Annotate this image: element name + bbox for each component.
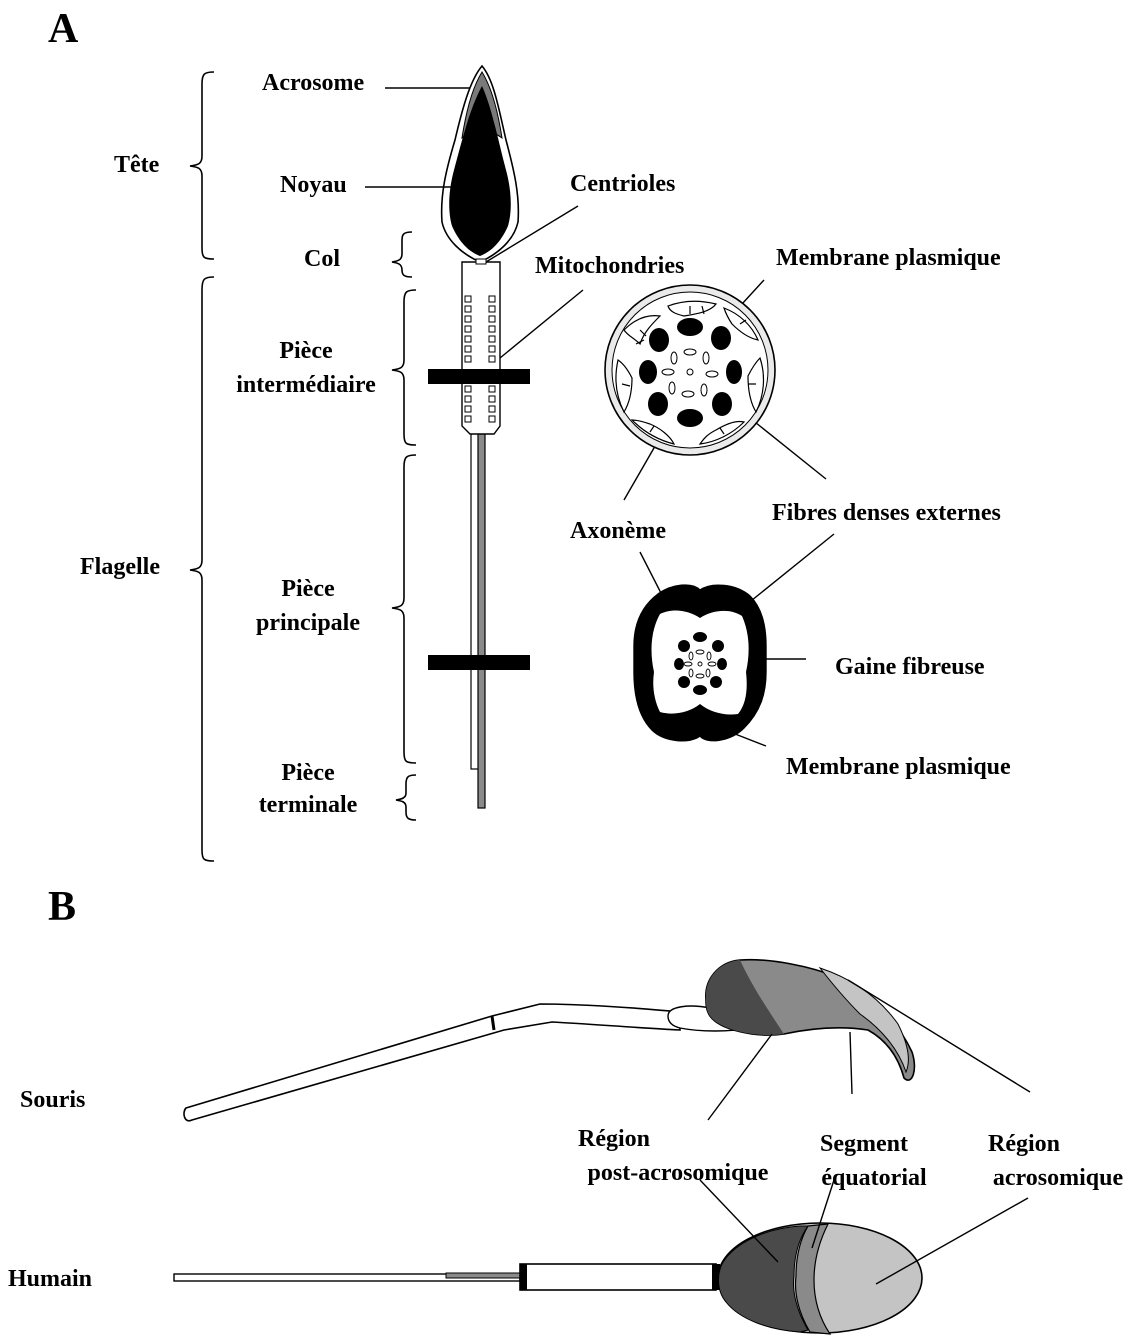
- leader-segment-mouse: [850, 1032, 852, 1094]
- label-piece-intermediaire-2: intermédiaire: [236, 372, 376, 398]
- brace-col: [392, 232, 412, 277]
- label-piece-principale-1: Pièce: [281, 576, 335, 602]
- label-membrane-plasmique-2: Membrane plasmique: [786, 754, 1011, 780]
- panel-a-letter: A: [48, 6, 79, 52]
- label-piece-terminale-2: terminale: [259, 792, 358, 818]
- label-fibres-denses-externes: Fibres denses externes: [772, 500, 1001, 526]
- label-tete: Tête: [114, 152, 160, 178]
- centriole: [476, 259, 486, 264]
- label-souris: Souris: [20, 1087, 85, 1113]
- leader-post-acrosomique-mouse: [708, 1034, 772, 1120]
- leader-acrosomique-human: [876, 1198, 1028, 1284]
- section-bar-midpiece: [428, 369, 530, 384]
- mouse-sperm: [184, 960, 914, 1121]
- label-piece-principale-2: principale: [256, 610, 360, 636]
- label-region-post-acrosomique-1: Région: [578, 1126, 650, 1152]
- label-gaine-fibreuse: Gaine fibreuse: [835, 654, 985, 680]
- section-bar-principal: [428, 655, 530, 670]
- label-noyau: Noyau: [280, 172, 347, 198]
- label-piece-terminale-1: Pièce: [281, 760, 335, 786]
- brace-tete: [190, 72, 214, 259]
- label-col: Col: [304, 246, 340, 272]
- panel-b-letter: B: [48, 884, 76, 930]
- leader-membrane-1: [742, 280, 764, 304]
- cross-section-principal: [634, 585, 766, 741]
- label-humain: Humain: [8, 1266, 92, 1292]
- label-region-acrosomique-1: Région: [988, 1131, 1060, 1157]
- label-segment-equatorial-2: équatorial: [821, 1165, 927, 1191]
- label-acrosome: Acrosome: [262, 70, 365, 96]
- label-region-acrosomique-2: acrosomique: [993, 1165, 1124, 1191]
- label-mitochondries: Mitochondries: [535, 253, 684, 279]
- label-centrioles: Centrioles: [570, 171, 675, 197]
- cross-section-midpiece: [605, 285, 775, 455]
- leader-acrosomique-mouse: [848, 980, 1030, 1092]
- label-piece-intermediaire-1: Pièce: [279, 338, 333, 364]
- label-axoneme: Axonème: [570, 518, 666, 544]
- sperm-longitudinal: [428, 66, 530, 808]
- brace-flagelle: [190, 277, 214, 861]
- nucleus: [449, 86, 511, 256]
- human-midpiece: [520, 1264, 716, 1290]
- label-membrane-plasmique-1: Membrane plasmique: [776, 245, 1001, 271]
- label-region-post-acrosomique-2: post-acrosomique: [588, 1160, 769, 1186]
- leader-mitochondries: [500, 290, 583, 358]
- brace-intermediaire: [392, 290, 416, 445]
- label-segment-equatorial-1: Segment: [820, 1131, 908, 1157]
- human-sperm: [174, 1223, 922, 1334]
- label-flagelle: Flagelle: [80, 554, 160, 580]
- brace-terminale: [396, 775, 416, 820]
- brace-principale: [392, 455, 416, 763]
- mouse-tail: [184, 1004, 680, 1121]
